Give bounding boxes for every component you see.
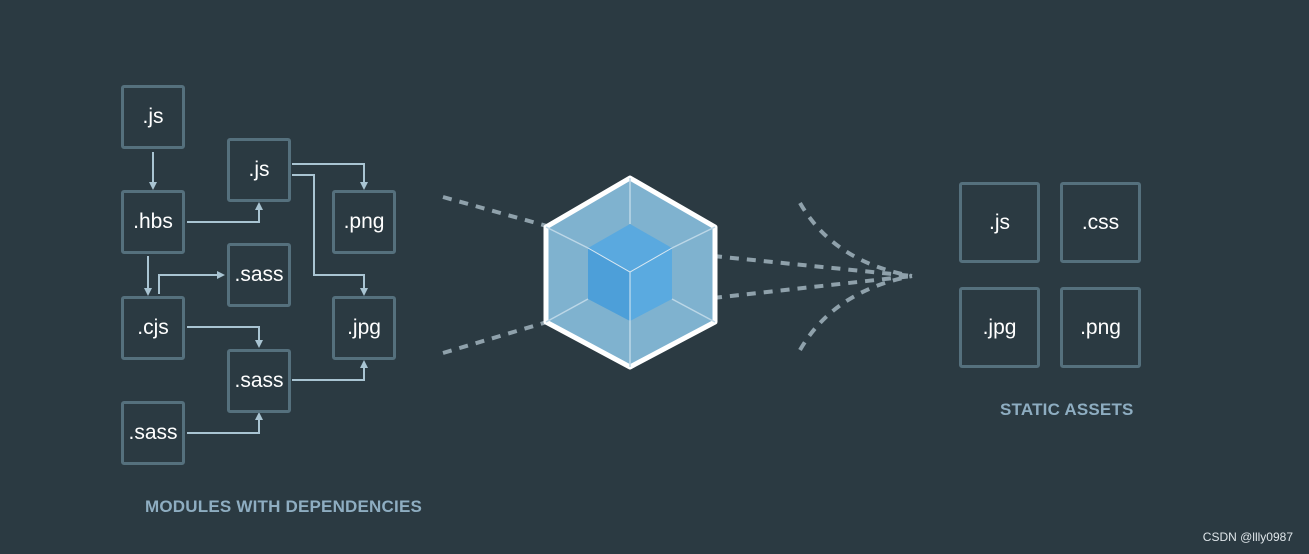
connector-js-to-jpg	[292, 174, 368, 296]
module-jpg: .jpg	[332, 296, 396, 360]
webpack-cube-icon	[543, 175, 718, 370]
dashed-line-in-top	[442, 195, 548, 228]
connector-sass-to-jpg	[292, 360, 368, 381]
connector-cjs-to-sass	[158, 271, 225, 294]
module-sass-top: .sass	[227, 243, 291, 307]
dashed-line-out-bottom	[712, 274, 913, 300]
module-js-middle: .js	[227, 138, 291, 202]
connector-js-to-png	[292, 163, 368, 190]
module-hbs: .hbs	[121, 190, 185, 254]
dashed-line-out-top	[712, 254, 913, 278]
connector-cjs-to-sass-2	[187, 326, 263, 348]
module-js-top: .js	[121, 85, 185, 149]
asset-js: .js	[959, 182, 1040, 263]
asset-css: .css	[1060, 182, 1141, 263]
dashed-line-in-bottom	[442, 320, 548, 355]
dashed-curve-bottom	[798, 274, 913, 351]
watermark: CSDN @llly0987	[1202, 530, 1293, 544]
connector-sass-to-sass	[187, 412, 263, 434]
assets-caption: STATIC ASSETS	[1000, 400, 1134, 419]
module-sass-bottom: .sass	[121, 401, 185, 465]
asset-png: .png	[1060, 287, 1141, 368]
asset-jpg: .jpg	[959, 287, 1040, 368]
connector-hbs-to-js	[187, 202, 263, 223]
module-png: .png	[332, 190, 396, 254]
module-sass-middle: .sass	[227, 349, 291, 413]
module-cjs: .cjs	[121, 296, 185, 360]
dashed-curve-top	[798, 202, 913, 278]
modules-caption: MODULES WITH DEPENDENCIES	[145, 497, 423, 516]
